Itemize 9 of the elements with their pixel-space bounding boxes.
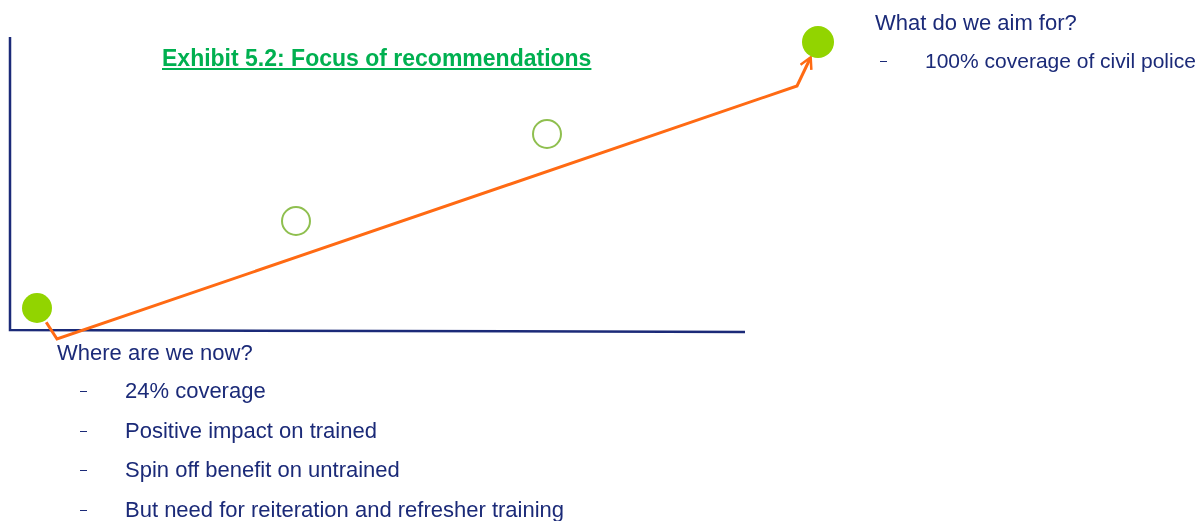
- list-item: Spin off benefit on untrained: [125, 457, 400, 483]
- list-item: But need for reiteration and refresher training: [125, 496, 565, 521]
- list-item: Positive impact on trained: [125, 417, 377, 444]
- diagram-title: Exhibit 5.2: Focus of recommendations: [162, 45, 592, 72]
- heading: Where are we now?: [57, 340, 253, 366]
- list-item: 100% coverage of civil police: [925, 48, 1197, 74]
- list-item: 24% coverage: [125, 378, 266, 404]
- heading: What do we aim for?: [875, 10, 1077, 36]
- arrow: [44, 56, 813, 341]
